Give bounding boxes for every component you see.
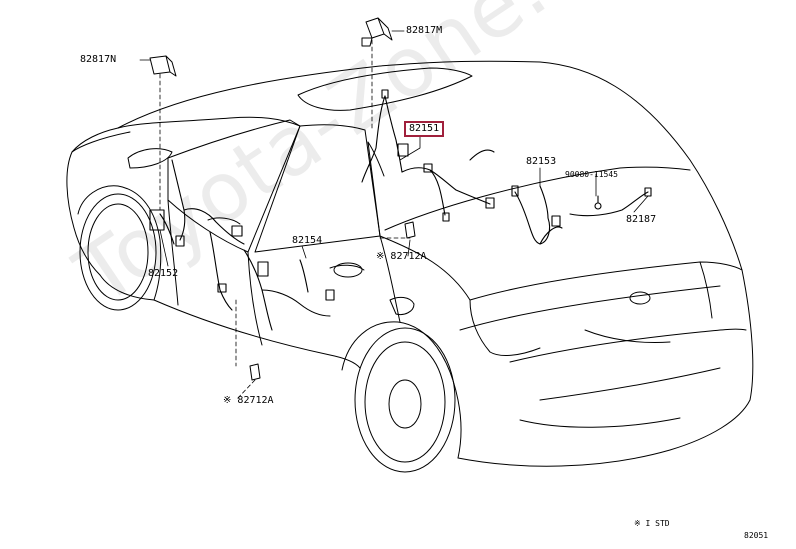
clamp-82712A-lower bbox=[249, 363, 261, 381]
clamp-mark: ※ bbox=[223, 395, 232, 406]
callout-82187: 82187 bbox=[626, 214, 657, 225]
figure-id: 82051 bbox=[744, 531, 769, 540]
clip-82817M bbox=[361, 17, 393, 47]
callout-82154: 82154 bbox=[292, 235, 323, 246]
callout-90080-11545: 90080-11545 bbox=[565, 170, 618, 179]
clip-82817N bbox=[149, 55, 177, 77]
leader-lines bbox=[159, 39, 411, 401]
callout-82712A-upper-text: 82712A bbox=[390, 251, 427, 262]
leader-lines-solid bbox=[139, 30, 649, 267]
callout-82712A-lower-text: 82712A bbox=[237, 395, 274, 406]
callout-82152: 82152 bbox=[148, 268, 179, 279]
harness-82154 bbox=[209, 231, 335, 331]
harness-82187 bbox=[569, 187, 652, 217]
callout-82151[interactable]: 82151 bbox=[404, 121, 445, 137]
callout-82817N: 82817N bbox=[80, 54, 117, 65]
clamp-mark: ※ bbox=[376, 251, 385, 262]
harness-82151 bbox=[361, 89, 495, 222]
harness-82152 bbox=[149, 159, 245, 247]
callout-82712A-upper: ※ 82712A bbox=[376, 251, 427, 263]
harness-82153 bbox=[511, 185, 563, 245]
callout-82712A-lower: ※ 82712A bbox=[223, 395, 274, 407]
footnote: ※ I STD bbox=[634, 519, 670, 528]
callout-82817M: 82817M bbox=[406, 25, 443, 36]
callout-82153: 82153 bbox=[526, 156, 557, 167]
clamp-82712A-upper bbox=[404, 221, 416, 239]
car-body bbox=[66, 60, 754, 473]
